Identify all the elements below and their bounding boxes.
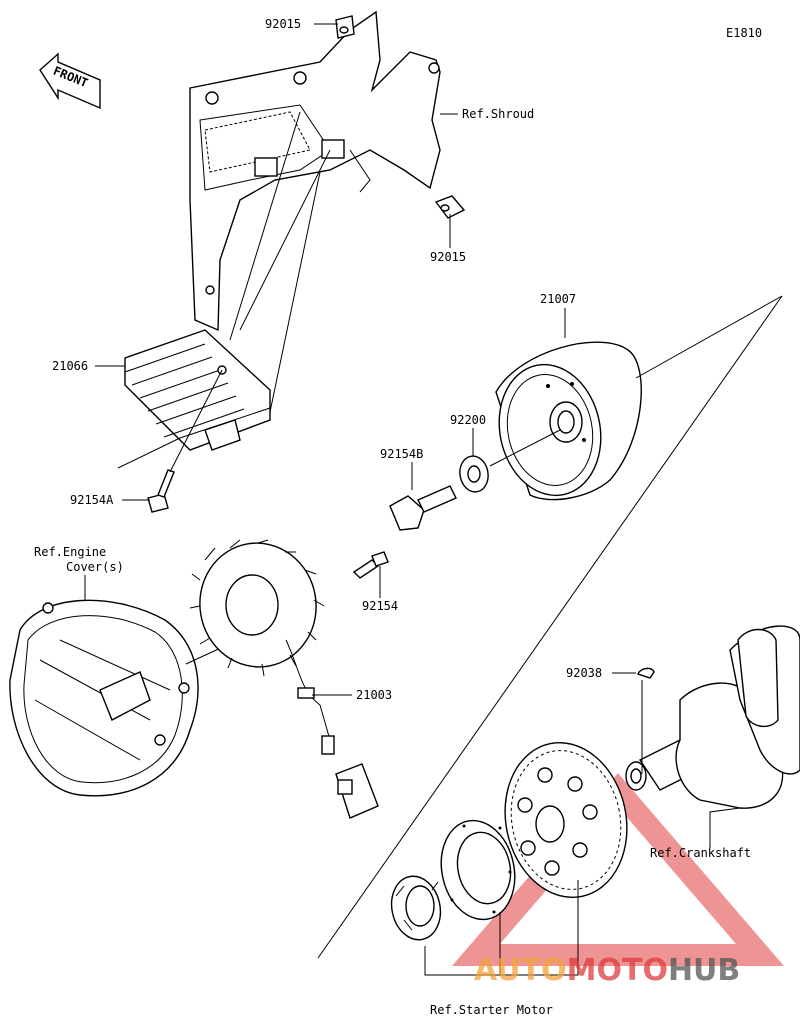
label-21007: 21007	[540, 292, 576, 306]
label-92015-bottom: 92015	[430, 250, 466, 264]
clip-nut-92015-top	[335, 15, 355, 39]
label-21003: 21003	[356, 688, 392, 702]
shroud-bracket	[189, 10, 441, 332]
label-21066: 21066	[52, 359, 88, 373]
label-92015-top: 92015	[265, 17, 301, 31]
label-92038: 92038	[566, 666, 602, 680]
key-92038	[637, 667, 655, 679]
engine-cover	[9, 599, 199, 797]
label-92154b: 92154B	[380, 447, 423, 461]
label-92154: 92154	[362, 599, 398, 613]
label-ref-engine-cover-line2: Cover(s)	[66, 560, 124, 574]
bolt-92154b	[389, 485, 457, 531]
label-ref-shroud: Ref.Shroud	[462, 107, 534, 121]
clip-nut-92015-bottom	[434, 195, 466, 219]
label-ref-starter-motor: Ref.Starter Motor	[430, 1003, 553, 1017]
rotor-ref-line	[635, 295, 783, 379]
bolt-92154	[352, 551, 389, 579]
stator-21003	[189, 539, 379, 819]
label-92200: 92200	[450, 413, 486, 427]
starter-gear	[504, 741, 628, 899]
watermark-moto: MOTO	[567, 953, 668, 988]
label-92154a: 92154A	[70, 493, 114, 507]
watermark-text: AUTOMOTOHUB	[474, 953, 740, 988]
regulator-ref-line	[117, 407, 271, 469]
starter-bearing	[390, 875, 442, 941]
watermark-hub: HUB	[668, 953, 740, 988]
clutch-plate	[440, 819, 516, 921]
watermark-auto: AUTO	[474, 953, 567, 988]
label-ref-engine-cover-line1: Ref.Engine	[34, 545, 106, 559]
washer-92200	[459, 455, 489, 493]
diagram-code: E1810	[726, 26, 762, 40]
crankshaft	[625, 625, 800, 809]
label-ref-crankshaft: Ref.Crankshaft	[650, 846, 751, 860]
bolt-92154a	[147, 469, 175, 513]
front-arrow-icon: FRONT	[39, 52, 101, 110]
rotor-21007	[495, 341, 642, 501]
